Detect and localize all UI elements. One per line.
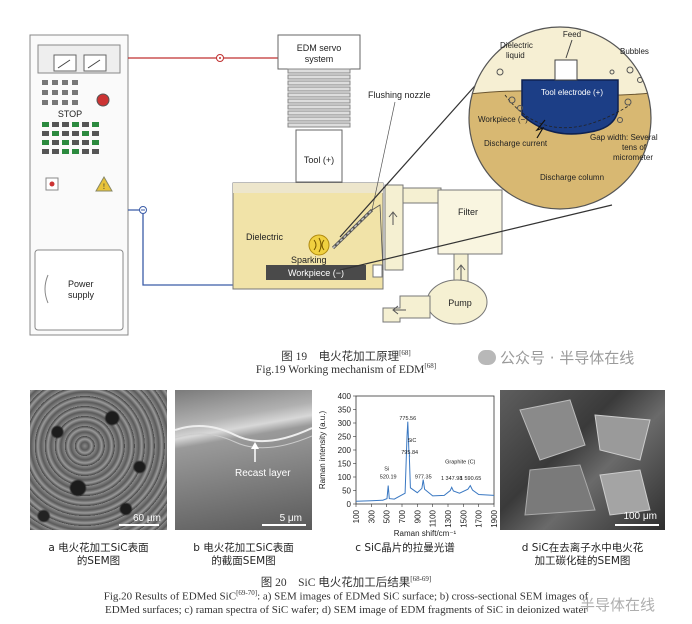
fig20-caption-cn: 图 20 SiC 电火花加工后结果[68-69]	[260, 575, 432, 589]
scale-a: 60 μm	[133, 513, 161, 524]
servo-label-2: system	[305, 54, 334, 64]
caption-b: b 电火花加工SiC表面的截面SEM图	[193, 542, 294, 567]
x-tick-label: 100	[352, 509, 361, 523]
gap-width-label-3: micrometer	[613, 153, 653, 162]
x-tick-label: 1300	[444, 509, 453, 527]
peak-annotation: SiC	[408, 438, 417, 444]
peak-annotation: Graphite (C)	[445, 460, 475, 466]
recast-layer-label: Recast layer	[235, 468, 291, 479]
servo-bellows	[287, 68, 351, 128]
scale-b: 5 μm	[279, 513, 302, 524]
x-tick-label: 1700	[475, 509, 484, 527]
peak-annotation: 977.35	[415, 474, 432, 480]
x-tick-label: 1900	[490, 509, 498, 527]
watermark-top: 公众号 · 半导体在线	[478, 347, 634, 368]
workpiece-label: Workpiece (−)	[288, 268, 344, 278]
y-tick-label: 100	[338, 473, 352, 482]
gap-width-label-1: Gap width: Several	[590, 133, 658, 142]
sem-image-a: 60 μm	[30, 390, 167, 530]
fig19-caption-en: Fig.19 Working mechanism of EDM[68]	[255, 362, 437, 376]
inset-zoom	[469, 27, 651, 209]
caption-d: d SiC在去离子水中电火花加工碳化硅的SEM图	[521, 542, 644, 567]
tool-label: Tool (+)	[304, 155, 334, 165]
power-supply-label-1: Power	[68, 279, 94, 289]
flushing-nozzle-label: Flushing nozzle	[368, 90, 431, 100]
x-tick-label: 900	[413, 509, 422, 523]
filter-label: Filter	[458, 207, 478, 217]
fig20-caption-en-2: EDMed surfaces; c) raman spectra of SiC …	[104, 604, 588, 616]
negative-wire	[128, 209, 260, 286]
pump-label: Pump	[448, 298, 472, 308]
servo-box	[277, 34, 361, 70]
inset-workpiece-label: Workpiece (−)	[478, 115, 528, 124]
button-grid-1	[42, 80, 78, 105]
x-tick-label: 1100	[429, 509, 438, 527]
power-supply-label-2: supply	[68, 290, 95, 300]
raman-series-line	[355, 421, 495, 502]
filter-box	[437, 189, 503, 255]
y-tick-label: 350	[338, 406, 352, 415]
wechat-icon	[478, 350, 496, 365]
raman-chart: 0 50 100 150 200 250 300 350 400 100 300 500 700 900…	[318, 392, 498, 538]
dielectric-liquid-label-1: Dielectric	[500, 41, 533, 50]
y-axis-label: Raman intensity (a.u.)	[318, 411, 327, 490]
y-tick-label: 200	[338, 446, 352, 455]
y-tick-label: 50	[342, 487, 351, 496]
control-cabinet: !	[29, 34, 129, 336]
caption-a: a 电火花加工SiC表面的SEM图	[48, 542, 149, 567]
dielectric-label: Dielectric	[246, 232, 284, 242]
peak-annotation: 520.19	[380, 474, 397, 480]
fig19-caption-cn: 图 19 电火花加工原理[68]	[281, 349, 411, 363]
servo-label-1: EDM servo	[297, 43, 342, 53]
x-tick-label: 700	[398, 509, 407, 523]
svg-text:!: !	[103, 182, 106, 191]
sparking-label: Sparking	[291, 255, 327, 265]
tool-box	[295, 129, 343, 183]
warning-icon	[95, 175, 113, 192]
y-tick-label: 0	[347, 500, 352, 509]
sem-image-d: 100 μm	[500, 390, 665, 530]
dielectric-liquid-label-2: liquid	[506, 51, 525, 60]
button-grid-2	[42, 122, 99, 154]
workpiece-block	[266, 265, 366, 280]
bubbles-label: Bubbles	[620, 47, 649, 56]
tool-electrode-label: Tool electrode (+)	[541, 88, 603, 97]
x-tick-label: 300	[367, 509, 376, 523]
discharge-current-label: Discharge current	[484, 139, 548, 148]
peak-annotation: 1 590.65	[460, 476, 481, 482]
feed-label: Feed	[563, 30, 581, 39]
gap-width-label-2: tens of	[622, 143, 647, 152]
peak-annotation: 795.84	[401, 450, 418, 456]
fig20-caption-en-1: Fig.20 Results of EDMed SiC[69-70]: a) S…	[103, 589, 589, 603]
watermark-bottom: 半导体在线	[580, 596, 656, 614]
y-tick-label: 300	[338, 419, 352, 428]
stop-label: STOP	[58, 109, 82, 119]
scale-d: 100 μm	[623, 511, 657, 522]
edm-mechanism-diagram: ! STOP Power supply EDM servo system Too…	[29, 26, 658, 336]
stop-button	[96, 93, 110, 107]
x-tick-label: 500	[383, 509, 392, 523]
x-tick-label: 1500	[459, 509, 468, 527]
peak-annotation: 775.56	[399, 416, 416, 422]
caption-c: c SiC晶片的拉曼光谱	[355, 542, 455, 554]
peak-annotation: Si	[384, 466, 389, 472]
x-axis-label: Raman shift/cm⁻¹	[394, 529, 457, 538]
y-tick-label: 250	[338, 433, 352, 442]
y-tick-label: 400	[338, 392, 352, 401]
sem-image-b: Recast layer 5 μm	[175, 390, 312, 530]
discharge-column-label: Discharge column	[540, 173, 604, 182]
peak-annotation: 1 347.98	[441, 476, 462, 482]
y-tick-label: 150	[338, 460, 352, 469]
